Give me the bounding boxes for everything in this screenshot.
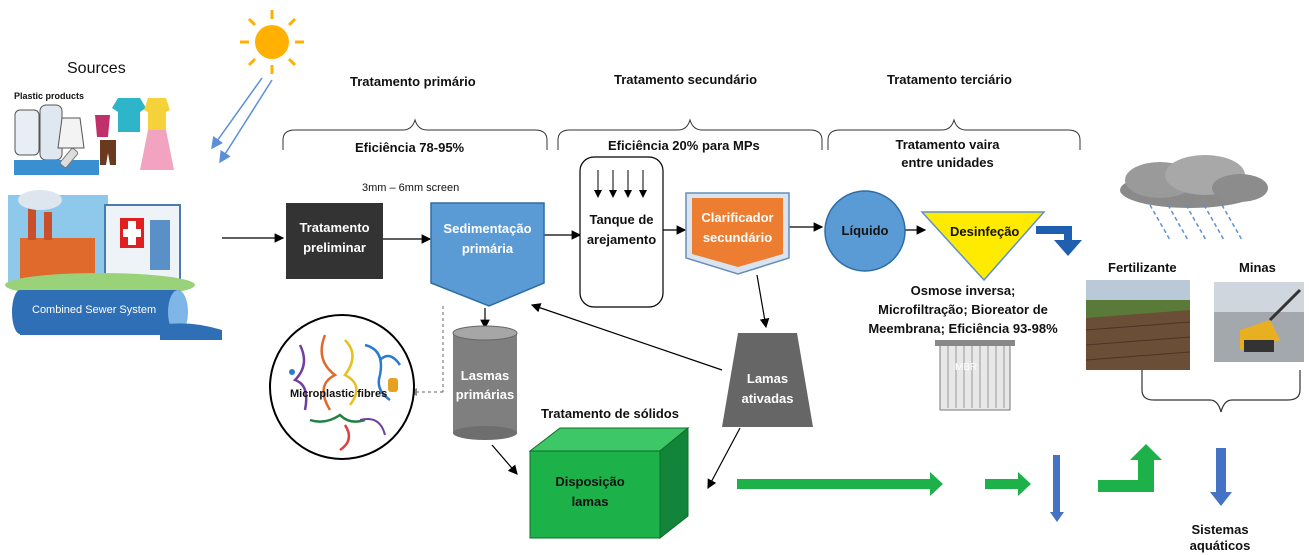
microplastic-label: Microplastic fibres [290, 388, 388, 400]
tanque-label-2: arejamento [586, 232, 657, 247]
blue-arrow-down-right [1210, 448, 1232, 506]
green-arrow-long [737, 472, 943, 496]
tertiary-note-1: Osmose inversa; [910, 283, 1016, 298]
aeration-arrows [594, 170, 647, 198]
blue-arrow-down-left [1050, 455, 1064, 522]
desinfeccao-triangle [920, 211, 1046, 282]
outputs-brace [1141, 370, 1301, 413]
fertilizante-image [1085, 280, 1191, 370]
primary-title: Tratamento primário [350, 74, 476, 89]
preliminar-label-2: preliminar [303, 240, 366, 255]
sun-icon [240, 10, 304, 74]
desinfeccao-label: Desinfeção [950, 224, 1020, 239]
minas-label: Minas [1239, 260, 1276, 275]
factory-hospital-icon [5, 190, 195, 297]
combined-sewer-label: Combined Sewer System [32, 304, 157, 316]
sistemas-label-1: Sistemas [1191, 522, 1249, 537]
tertiary-note-3: Meembrana; Eficiência 93-98% [868, 321, 1058, 336]
plastic-products-label: Plastic products [14, 91, 85, 101]
minas-image [1214, 282, 1304, 362]
tertiary-note-2: Microfiltração; Bioreator de [878, 302, 1048, 317]
output-blue-arrow [1036, 226, 1082, 256]
primary-eff: Eficiência 78-95% [355, 140, 465, 155]
cloud-rain-icon [1120, 155, 1268, 241]
tertiary-title: Tratamento terciário [887, 72, 1012, 87]
fertilizante-label: Fertilizante [1108, 260, 1177, 275]
lamas-label-2: ativadas [741, 391, 794, 406]
microplastic-fibres-icon [269, 314, 415, 460]
tanque-label-1: Tanque de [589, 212, 654, 227]
sistemas-label-2: aquáticos [1189, 538, 1251, 553]
solidos-title: Tratamento de sólidos [541, 406, 679, 421]
disposicao-lamas-cube [528, 426, 690, 540]
liquido-label: Líquido [841, 223, 889, 238]
tertiary-eff-2: entre unidades [901, 155, 994, 170]
lamas-label-1: Lamas [746, 371, 789, 386]
mbr-module-icon [935, 340, 1015, 411]
sedimentacao-label-1: Sedimentação [443, 221, 532, 236]
lamas-ativadas-trapezoid [722, 333, 813, 427]
tratamento-preliminar-box [286, 203, 383, 279]
clarificador-label-2: secundário [702, 230, 773, 245]
flow-arrows [222, 222, 927, 490]
sources-title: Sources [67, 60, 126, 77]
green-arrow-short [985, 472, 1031, 496]
lasmas-label-2: primárias [455, 387, 515, 402]
lasmas-label-1: Lasmas [460, 368, 510, 383]
secondary-eff: Eficiência 20% para MPs [608, 138, 760, 153]
secondary-title: Tratamento secundário [614, 72, 758, 87]
sedimentacao-primaria-shape [430, 202, 545, 307]
disposicao-label-1: Disposição [555, 474, 625, 489]
sunlight-arrows [211, 77, 273, 164]
sedimentacao-label-2: primária [461, 241, 514, 256]
plastic-products-icon [14, 98, 174, 175]
clarificador-label-1: Clarificador [701, 210, 774, 225]
mbr-label: MBR [955, 362, 978, 373]
tertiary-eff-1: Tratamento vaira [895, 137, 1000, 152]
preliminar-label-1: Tratamento [299, 220, 370, 235]
green-arrow-up [1098, 444, 1162, 492]
liquido-circle [824, 190, 906, 272]
stage-braces [282, 118, 1081, 150]
clarificador-shape [685, 192, 790, 275]
lasmas-cylinder [452, 325, 518, 440]
screen-label: 3mm – 6mm screen [362, 182, 460, 194]
disposicao-label-2: lamas [571, 494, 609, 509]
sewer-pipe-icon [12, 290, 222, 340]
